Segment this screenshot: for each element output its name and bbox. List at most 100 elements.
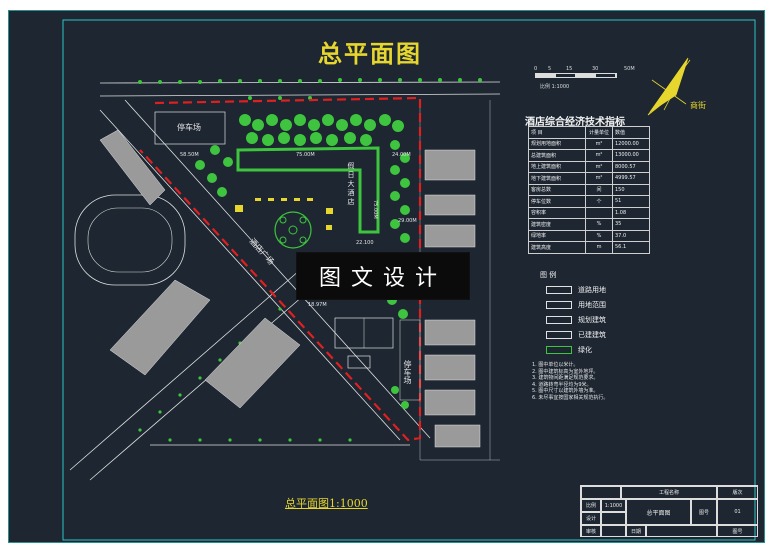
tb-check-label: 审核 (581, 525, 601, 537)
design-notes: 1. 图中单位以米计。2. 图中建筑标高为室外地坪。3. 建筑物间距满足规范要求… (532, 362, 608, 401)
parking-label: 停车场 (403, 360, 412, 384)
legend-label: 道路用地 (578, 286, 606, 294)
tech-table-row: 建筑密度%35 (528, 218, 650, 231)
tech-table-cell: 容积率 (528, 206, 586, 219)
dimension-label: 75.00M (296, 152, 315, 158)
tech-table-cell: 计量单位 (585, 126, 613, 139)
tb-cell (601, 525, 626, 537)
legend-symbol (546, 346, 572, 354)
tb-sheet-no: 01 (717, 499, 758, 525)
parking-lot (154, 111, 226, 145)
tech-table-cell: 1.08 (612, 206, 650, 219)
tech-table-cell: 13000.00 (612, 149, 650, 162)
tree-row-top (138, 78, 482, 100)
tb-sheet-label: 图号 (691, 499, 717, 525)
plan-scale-label: 总平面图1:1000 (285, 497, 368, 510)
legend-symbol (546, 331, 572, 339)
parking-lot (399, 319, 421, 401)
tech-table-cell: 总建筑面积 (528, 149, 586, 162)
tb-version: 版次 (717, 486, 758, 499)
legend-label: 绿化 (578, 346, 592, 354)
scale-tick: 50M (624, 66, 635, 72)
tech-table-cell: 间 (585, 183, 613, 196)
hotel-building (236, 146, 380, 234)
tech-table-cell: 建筑密度 (528, 218, 586, 231)
plaza-fountain (274, 211, 312, 249)
hotel-label: 假日大酒店 (347, 162, 355, 207)
north-arrow-icon (647, 57, 691, 116)
legend-item: 已建建筑 (546, 330, 606, 340)
dimension-label: 75.00M (372, 200, 378, 219)
dimension-label: 58.50M (180, 152, 199, 158)
tb-cell (646, 525, 717, 537)
legend-item: 道路用地 (546, 285, 606, 295)
road-line (99, 93, 501, 97)
tech-table-cell: 8000.57 (612, 160, 650, 173)
tech-table-cell: 数值 (612, 126, 650, 139)
tb-drawing-name: 总平面图 (626, 499, 691, 525)
dimension-label: 29.00M (398, 218, 417, 224)
tech-table-cell: 12000.00 (612, 137, 650, 150)
tech-table-cell: m (585, 241, 613, 254)
road-line (124, 99, 431, 439)
guard-house (347, 355, 371, 369)
tb-project-label: 工程名称 (621, 486, 717, 499)
tech-table-cell: 项 目 (528, 126, 586, 139)
tech-table-cell: 停车位数 (528, 195, 586, 208)
legend-label: 已建建筑 (578, 331, 606, 339)
scale-tick: 30 (592, 66, 599, 72)
note-line: 1. 图中单位以米计。 (532, 362, 579, 368)
tree-cluster (195, 114, 410, 409)
watermark-text: 图文设计 (318, 266, 447, 291)
tech-table-cell: 37.0 (612, 229, 650, 242)
inner-frame (62, 19, 756, 541)
parking-label: 停车场 (177, 123, 201, 132)
tech-table-cell: 150 (612, 183, 650, 196)
tech-table-cell: 建筑高度 (528, 241, 586, 254)
road-line (89, 289, 311, 481)
tech-table-cell: 地下建筑面积 (528, 172, 586, 185)
tech-table-cell: 56.1 (612, 241, 650, 254)
title-block: 工程名称 版次 比例 1:1000 总平面图 图号 01 设计 审核 日期 图号 (580, 485, 758, 537)
tb-scale-label: 比例 (581, 499, 601, 512)
property-line (139, 96, 422, 442)
dimension-label: 24.00M (392, 152, 411, 158)
tech-table-title: 酒店综合经济技术指标 (525, 117, 625, 128)
tech-table-cell: 规划用地面积 (528, 137, 586, 150)
dimension-label: 22.100 (356, 240, 374, 246)
tech-table-row: 容积率 1.08 (528, 206, 650, 219)
legend-label: 规划建筑 (578, 316, 606, 324)
tech-table-row: 绿地率%37.0 (528, 229, 650, 242)
legend-label: 用地范围 (578, 301, 606, 309)
watermark-overlay: 图文设计 (296, 252, 470, 300)
note-line: 6. 未尽事宜按国家相关规范执行。 (532, 394, 609, 401)
tech-table-cell: 4999.57 (612, 172, 650, 185)
road-line (69, 269, 301, 471)
tb-map-label: 图号 (717, 525, 758, 537)
tech-table-cell: 地上建筑面积 (528, 160, 586, 173)
legend-title: 图 例 (540, 271, 557, 279)
scale-caption: 比例 1:1000 (540, 84, 570, 90)
note-line: 3. 建筑物间距满足规范要求。 (532, 375, 599, 381)
tech-table-cell: m² (585, 172, 613, 185)
note-line: 5. 图中尺寸以建筑外墙为准。 (532, 388, 599, 394)
tech-table-header: 项 目计量单位数值 (528, 126, 650, 139)
tech-table-cell (585, 206, 613, 219)
legend-item: 用地范围 (546, 300, 606, 310)
plaza-seating (235, 198, 333, 230)
sports-track (74, 194, 186, 286)
note-line: 4. 道路转弯半径均为9米。 (532, 381, 592, 388)
tech-table-cell: m² (585, 160, 613, 173)
scale-tick: 15 (566, 66, 573, 72)
scale-tick: 5 (548, 66, 552, 72)
tb-cell (581, 486, 621, 499)
legend-symbol (546, 286, 572, 294)
tech-table-cell: % (585, 229, 613, 242)
